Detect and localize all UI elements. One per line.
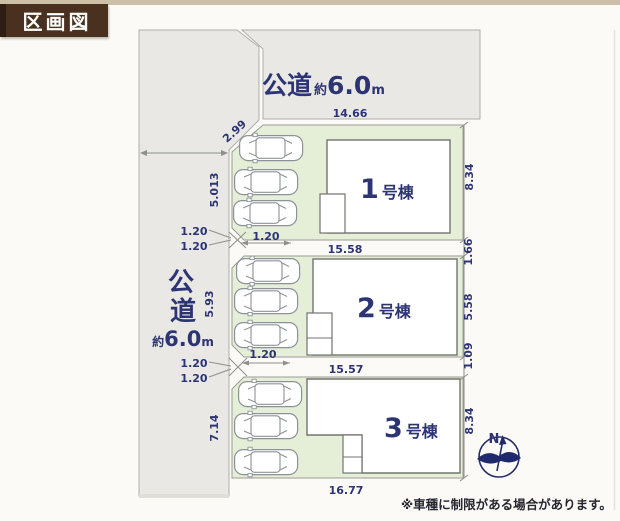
- road-left-value: 6.0: [164, 327, 201, 351]
- dim-lot1-cut-a: 1.20: [180, 225, 207, 238]
- road-top-label: 公道約6.0m: [262, 71, 385, 100]
- road-top-area: [240, 29, 481, 120]
- road-top-value: 6.0: [327, 71, 371, 100]
- car-icon: [238, 378, 303, 410]
- road-bottom-shadow: [139, 494, 229, 498]
- dim-lot2-cut-depth: 1.20: [249, 348, 276, 361]
- car-icon: [239, 132, 304, 164]
- compass-needle-tip: [499, 435, 507, 445]
- building-1-number: 1: [360, 174, 379, 205]
- car-icon: [234, 319, 299, 351]
- building-3-porch: [342, 434, 363, 474]
- dim-lot2-west: 5.93: [203, 290, 216, 317]
- road-left-char1: 公: [168, 268, 194, 298]
- dim-lot2-south: 15.57: [329, 363, 364, 376]
- dim-lot1-west: 5.013: [208, 173, 221, 208]
- title-badge: 区画図: [0, 4, 108, 37]
- building-3-number: 3: [384, 413, 403, 444]
- compass-north-label: N: [489, 432, 500, 447]
- dim-lot1-south: 15.58: [328, 243, 363, 256]
- road-top-unit: m: [371, 83, 385, 98]
- building-2-porch: [306, 312, 333, 356]
- dimension-arrows: [140, 150, 291, 366]
- building-2-outline: [312, 258, 458, 356]
- building-1-suffix: 号棟: [382, 183, 415, 202]
- dim-lot3-south: 16.77: [329, 484, 364, 497]
- dim-lot3-west: 7.14: [208, 414, 221, 441]
- road-left-width: 約6.0m: [152, 327, 214, 351]
- dim-lot1-cut-depth: 1.20: [252, 230, 279, 243]
- dim-lot1-cut-b: 1.20: [180, 240, 207, 253]
- car-icon: [234, 285, 299, 317]
- top-border-strip: [0, 0, 620, 5]
- building-3-suffix: 号棟: [406, 422, 439, 441]
- building-1-outline: [326, 139, 451, 234]
- road-left-unit: m: [201, 335, 214, 349]
- dim-east-offset-1: 1.66: [462, 238, 475, 265]
- road-left-char2: 道: [170, 296, 196, 327]
- car-icon: [234, 446, 299, 478]
- dim-lot2-cut-a: 1.20: [180, 357, 207, 370]
- dim-lot2-cut-b: 1.20: [180, 372, 207, 385]
- restriction-note: ※車種に制限がある場合があります。: [401, 497, 612, 512]
- road-left-approx: 約: [152, 334, 164, 349]
- building-2-number: 2: [357, 293, 376, 324]
- car-icon: [236, 255, 301, 287]
- car-icon: [234, 166, 299, 198]
- building-1-porch: [319, 193, 346, 234]
- dim-lot1-east: 8.34: [463, 163, 476, 190]
- compass-wing: [477, 451, 521, 464]
- car-icon: [234, 410, 299, 442]
- compass: N: [477, 432, 521, 478]
- dim-east-offset-2: 1.09: [462, 342, 475, 369]
- dim-road-frontage: 14.66: [333, 107, 368, 120]
- car-icon: [233, 197, 298, 229]
- dimension-lines: [141, 125, 465, 478]
- road-top-name: 公道: [262, 71, 312, 100]
- road-top-approx: 約: [314, 82, 327, 98]
- dim-lot3-east: 8.34: [463, 407, 476, 434]
- building-2-suffix: 号棟: [379, 302, 412, 321]
- dimension-ticks: [459, 121, 469, 482]
- dim-lot2-east: 5.58: [462, 293, 475, 320]
- title-badge-label: 区画図: [22, 10, 92, 34]
